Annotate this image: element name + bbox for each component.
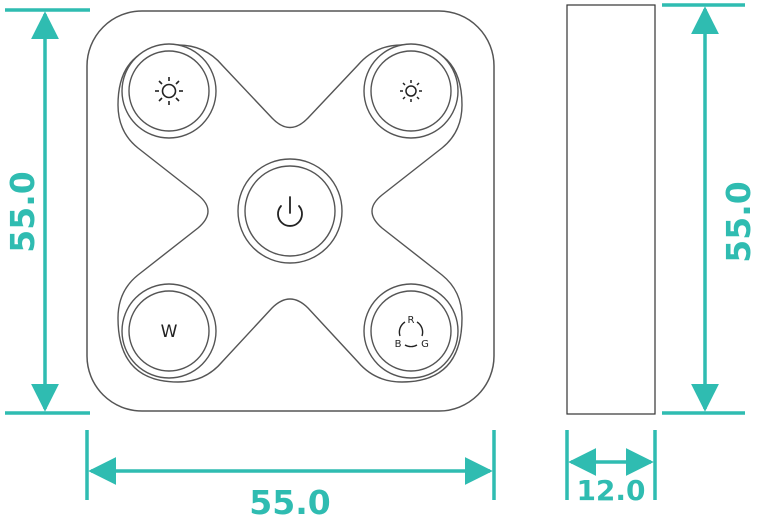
button-w-label: W bbox=[161, 322, 178, 342]
power-icon bbox=[277, 196, 303, 227]
rgb-b-label: B bbox=[395, 339, 402, 350]
sun-large-icon bbox=[155, 77, 183, 105]
rgb-g-label: G bbox=[421, 339, 429, 350]
front-width-label: 55.0 bbox=[249, 483, 330, 522]
side-thickness-label: 12.0 bbox=[576, 474, 645, 507]
dimension-lines bbox=[5, 3, 745, 500]
remote-side-view bbox=[566, 4, 656, 415]
button-top-right-brightness-down[interactable] bbox=[363, 43, 459, 139]
rgb-r-label: R bbox=[408, 315, 415, 326]
button-center-power[interactable] bbox=[237, 158, 343, 264]
side-height-label: 55.0 bbox=[719, 181, 758, 262]
button-bottom-left-white[interactable]: W bbox=[121, 283, 217, 379]
sun-small-icon bbox=[400, 80, 422, 102]
button-bottom-right-rgb[interactable]: R B G bbox=[363, 283, 459, 379]
front-height-label: 55.0 bbox=[3, 171, 42, 252]
rgb-cycle-icon bbox=[398, 321, 424, 348]
button-top-left-brightness-up[interactable] bbox=[121, 43, 217, 139]
